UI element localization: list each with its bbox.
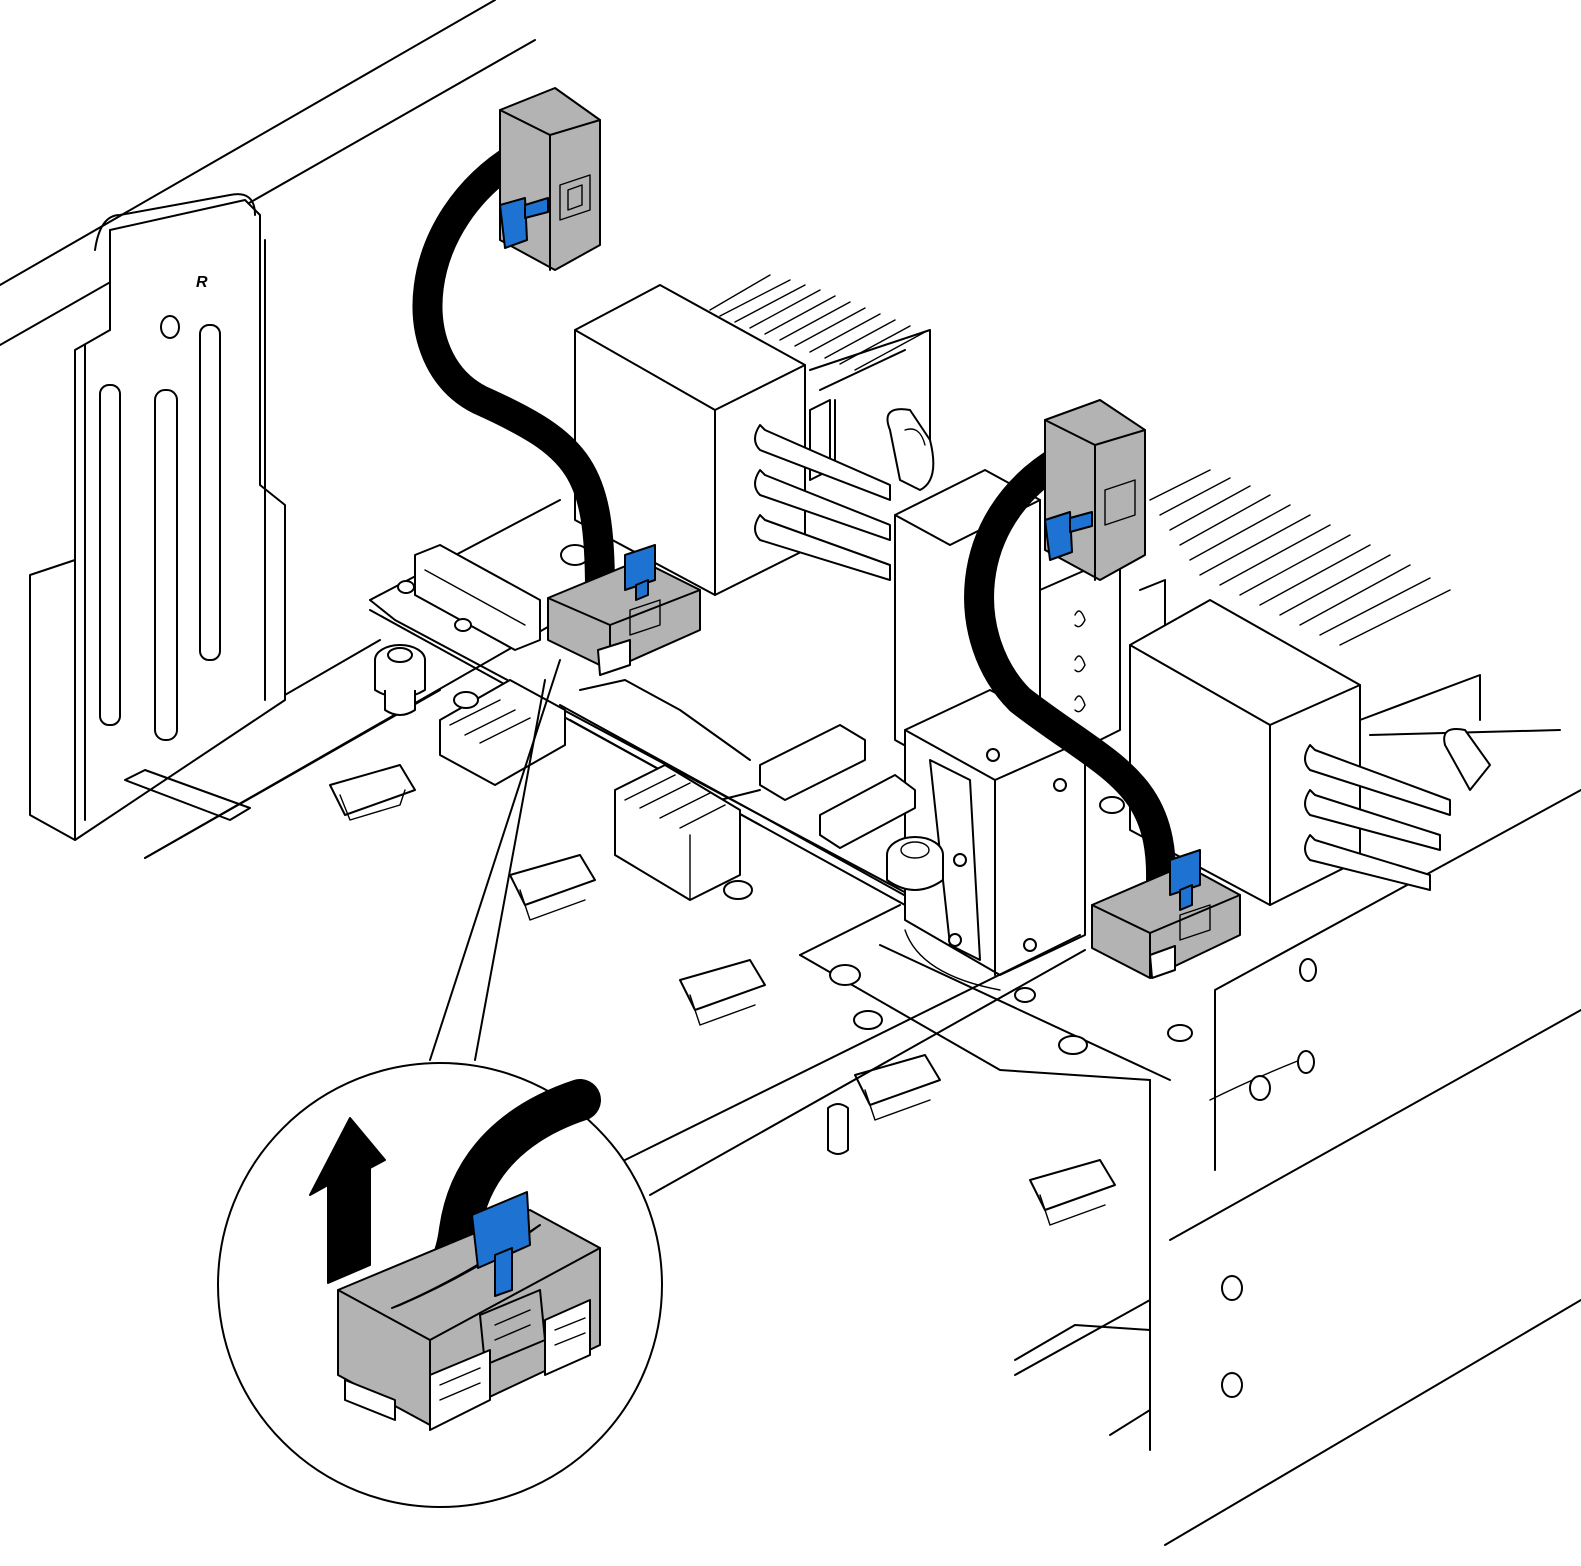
motherboard-tray <box>369 499 1171 1081</box>
pull-tab-icon <box>1169 849 1201 896</box>
board-connector-right <box>1091 849 1241 979</box>
zoom-callout-icon <box>217 659 1086 1508</box>
pull-tab-icon <box>624 544 656 591</box>
board-components <box>329 544 1317 1398</box>
pull-tab-icon <box>471 1191 531 1269</box>
connector-body <box>337 1209 601 1426</box>
pull-tab-icon <box>499 197 528 249</box>
cable-assembly-right <box>964 399 1241 979</box>
magnified-connector <box>337 1191 601 1431</box>
upper-connector-left <box>499 87 601 271</box>
psu-right <box>1129 599 1491 906</box>
upper-connector-right <box>1044 399 1146 581</box>
pull-tab-icon <box>1044 511 1073 561</box>
board-connector-left <box>547 544 701 676</box>
riser-label: R <box>196 274 208 291</box>
psu-left <box>574 284 935 596</box>
riser-bracket: R <box>29 193 286 841</box>
up-arrow-icon <box>309 1117 386 1284</box>
cable-assembly-left <box>412 87 701 676</box>
